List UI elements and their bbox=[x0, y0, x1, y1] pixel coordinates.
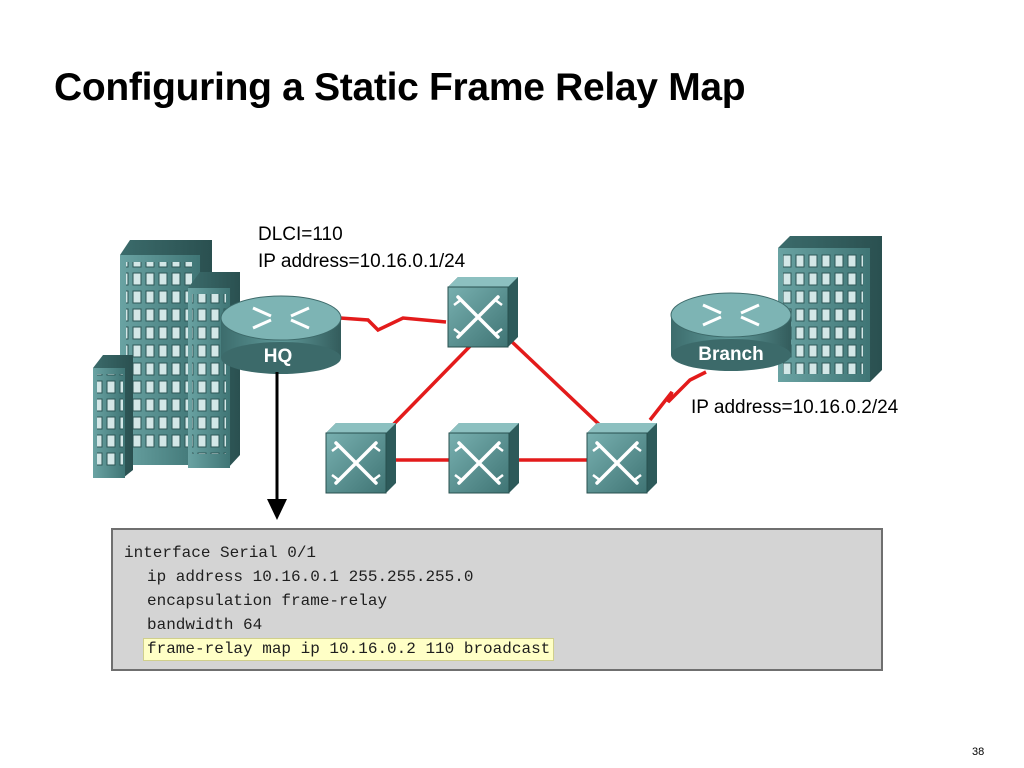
branch-building bbox=[778, 236, 882, 382]
branch-serial-link bbox=[648, 370, 707, 422]
hq-buildings bbox=[93, 240, 240, 478]
slide-title: Configuring a Static Frame Relay Map bbox=[54, 66, 746, 109]
highlighted-config-line: frame-relay map ip 10.16.0.2 110 broadca… bbox=[143, 638, 555, 661]
config-code-box: interface Serial 0/1 ip address 10.16.0.… bbox=[111, 528, 883, 671]
frame-relay-switch-bottom-center bbox=[447, 421, 521, 495]
frame-relay-switch-bottom-right bbox=[585, 421, 659, 495]
branch-router-label: Branch bbox=[698, 344, 763, 365]
config-line: interface Serial 0/1 bbox=[124, 544, 317, 562]
frame-relay-switch-bottom-left bbox=[324, 421, 398, 495]
link-top-right bbox=[508, 338, 607, 432]
page-number: 38 bbox=[972, 746, 985, 758]
down-arrow-icon bbox=[267, 372, 287, 520]
hq-router: HQ bbox=[220, 295, 342, 374]
branch-router: Branch bbox=[670, 292, 792, 371]
hq-router-label: HQ bbox=[264, 346, 293, 367]
config-line: encapsulation frame-relay bbox=[147, 592, 388, 610]
router-arrows-icon bbox=[702, 303, 760, 327]
config-line: ip address 10.16.0.1 255.255.255.0 bbox=[147, 568, 474, 586]
frame-relay-links bbox=[339, 316, 707, 462]
branch-ip-label: IP address=10.16.0.2/24 bbox=[691, 397, 899, 418]
frame-relay-switch-top bbox=[446, 275, 520, 349]
hq-ip-label: IP address=10.16.0.1/24 bbox=[258, 251, 466, 272]
hq-dlci-label: DLCI=110 bbox=[258, 224, 343, 245]
link-top-left bbox=[388, 336, 480, 430]
config-line: bandwidth 64 bbox=[147, 616, 263, 634]
router-arrows-icon bbox=[252, 306, 310, 330]
hq-serial-link bbox=[339, 316, 447, 333]
